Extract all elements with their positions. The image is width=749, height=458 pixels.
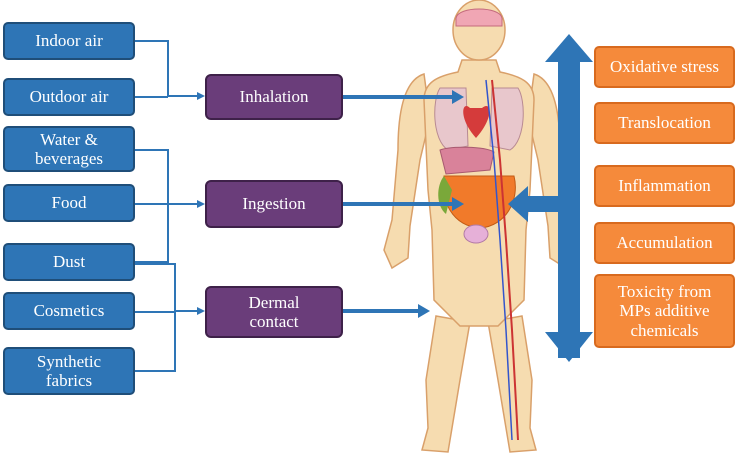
effect-label: Oxidative stress — [609, 57, 720, 77]
effect-oxidative-stress: Oxidative stress — [594, 46, 735, 88]
source-water-beverages: Water & beverages — [3, 126, 135, 172]
source-label: Water & beverages — [35, 129, 103, 168]
human-body-anatomy-illustration — [383, 0, 575, 453]
effect-label: Inflammation — [618, 176, 711, 196]
connector-dust-fabrics — [135, 263, 176, 372]
source-food: Food — [3, 184, 135, 222]
source-label: Dust — [52, 252, 86, 272]
route-label: Ingestion — [242, 194, 306, 214]
effect-translocation: Translocation — [594, 102, 735, 144]
route-to-body-arrows — [343, 90, 464, 318]
connector-water-dust — [135, 149, 169, 263]
source-cosmetics: Cosmetics — [3, 292, 135, 330]
source-dust: Dust — [3, 243, 135, 281]
effect-inflammation: Inflammation — [594, 165, 735, 207]
source-synthetic-fabrics: Synthetic fabrics — [3, 347, 135, 395]
source-label: Synthetic fabrics — [36, 351, 102, 390]
effect-label: Toxicity from MPs additive chemicals — [617, 282, 712, 340]
connector-indoor-air — [135, 40, 205, 100]
source-label: Indoor air — [35, 31, 103, 51]
source-indoor-air: Indoor air — [3, 22, 135, 60]
source-label: Food — [51, 193, 87, 213]
effect-label: Accumulation — [616, 233, 713, 253]
route-label: Inhalation — [239, 87, 309, 107]
effect-toxicity: Toxicity from MPs additive chemicals — [594, 274, 735, 348]
route-label: Dermal contact — [248, 292, 300, 331]
route-inhalation: Inhalation — [205, 74, 343, 120]
source-label: Cosmetics — [33, 301, 105, 321]
source-outdoor-air: Outdoor air — [3, 78, 135, 116]
source-to-route-connectors — [135, 40, 205, 372]
effect-accumulation: Accumulation — [594, 222, 735, 264]
double-headed-vertical-arrow — [508, 34, 593, 362]
route-ingestion: Ingestion — [205, 180, 343, 228]
effect-label: Translocation — [618, 113, 711, 133]
route-dermal-contact: Dermal contact — [205, 286, 343, 338]
source-label: Outdoor air — [29, 87, 109, 107]
